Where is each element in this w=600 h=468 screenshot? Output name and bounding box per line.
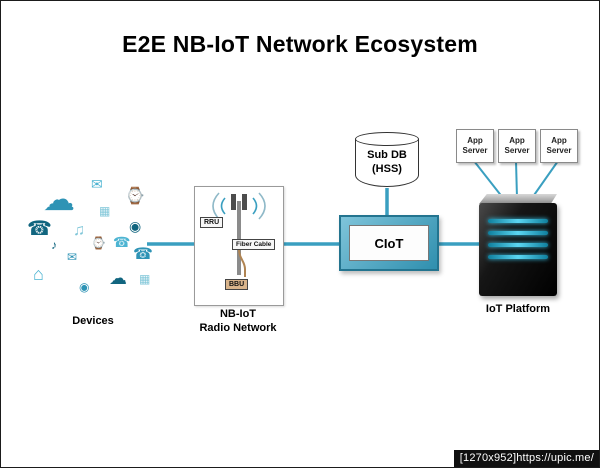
app-server-label-3: App Server — [546, 136, 572, 155]
sensor-icon: ◉ — [129, 218, 142, 234]
iot-platform-label: IoT Platform — [485, 303, 551, 315]
bbu-tag: BBU — [225, 279, 249, 290]
app-server-box-1: App Server — [456, 129, 494, 163]
server-led-stripe — [488, 219, 548, 223]
server-top-face — [479, 194, 557, 204]
line-appserver1-to-platform — [473, 160, 504, 199]
subdb-cylinder-body — [355, 139, 419, 187]
server-front-face — [479, 203, 557, 296]
server-led-stripe — [488, 255, 548, 259]
phone-icon: ☎ — [113, 234, 131, 250]
mail-icon: ✉ — [67, 250, 78, 264]
subdb-label: Sub DB (HSS) — [355, 149, 419, 177]
phone-icon: ☎ — [133, 246, 153, 263]
cloud-icon: ☁ — [109, 268, 127, 288]
meter-icon: ▦ — [99, 204, 111, 218]
cell-tower-icon — [212, 192, 266, 277]
rru-tag: RRU — [200, 217, 224, 228]
fiber-cable-tag: Fiber Cable — [232, 239, 276, 250]
watermark: [1270x952]https://upic.me/ — [453, 450, 599, 467]
app-server-label-1: App Server — [462, 136, 488, 155]
page-title: E2E NB-IoT Network Ecosystem — [122, 31, 478, 57]
music-icon: ♪ — [51, 238, 57, 252]
ciot-label: CIoT — [349, 225, 429, 261]
music-icon: ♫ — [73, 222, 85, 239]
app-server-box-3: App Server — [540, 129, 578, 163]
subdb-label-line2: (HSS) — [372, 162, 402, 175]
app-server-label-2: App Server — [504, 136, 530, 155]
mail-icon: ✉ — [91, 176, 103, 192]
radio-network-label-line2: Radio Network — [199, 321, 277, 334]
radio-network-label-line1: NB-IoT — [219, 308, 257, 320]
subdb-cylinder: Sub DB (HSS) — [355, 132, 419, 190]
ciot-box: CIoT — [339, 215, 439, 271]
subdb-cylinder-top — [355, 132, 419, 146]
server-tower-icon — [479, 194, 557, 296]
sensor-icon: ◉ — [79, 280, 90, 294]
watch-icon: ⌚ — [125, 188, 145, 205]
server-led-stripe — [488, 243, 548, 247]
phone-icon: ☎ — [27, 218, 52, 240]
home-icon: ⌂ — [33, 264, 44, 284]
subdb-label-line1: Sub DB — [367, 149, 407, 161]
app-server-box-2: App Server — [498, 129, 536, 163]
server-led-stripe — [488, 231, 548, 235]
line-appserver2-to-platform — [515, 160, 518, 199]
meter-icon: ▦ — [139, 272, 151, 286]
radio-network-label: NB-IoT Radio Network — [194, 308, 282, 336]
line-appserver3-to-platform — [531, 160, 559, 199]
devices-label: Devices — [72, 315, 114, 327]
cloud-icon: ☁ — [43, 181, 75, 217]
devices-cluster: ☁☎✉⌚♫⌂◉▦☎☁✉⌚♪◉▦☎ — [27, 177, 159, 311]
watch-icon: ⌚ — [91, 236, 106, 250]
radio-network-box: RRU Fiber Cable BBU — [194, 186, 284, 306]
